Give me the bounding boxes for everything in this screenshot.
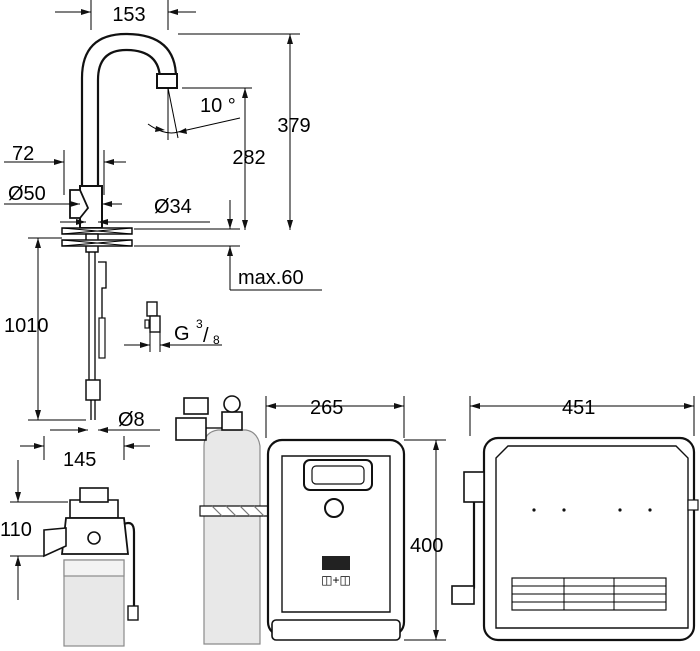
- label-chiller-depth: 265: [310, 397, 343, 419]
- chiller-side: [451, 436, 699, 642]
- label-hose-length: 1010: [4, 315, 49, 337]
- label-max-thickness: max.60: [238, 267, 304, 289]
- connector-fitting: G 3 / 8: [124, 301, 222, 352]
- label-spout-reach: 153: [112, 4, 145, 26]
- dim-spout-angle: 10 °: [147, 87, 241, 140]
- faucet-body: [61, 32, 178, 420]
- label-connection-numerator: 3: [196, 317, 203, 331]
- filter-unit: [43, 487, 139, 647]
- dim-chiller-depth: 265: [265, 396, 405, 438]
- label-chiller-height: 400: [410, 535, 443, 557]
- dim-filter-width: 145: [20, 436, 150, 471]
- label-body-diameter: Ø50: [8, 183, 46, 205]
- co2-bottle: [175, 395, 273, 645]
- label-filter-height: 110: [0, 519, 32, 541]
- dim-max-thickness: max.60: [134, 200, 322, 291]
- label-total-height: 379: [277, 115, 310, 137]
- dim-lever-offset: 72: [4, 143, 126, 195]
- label-spout-angle: 10 °: [200, 95, 236, 117]
- label-hose-diameter: Ø8: [118, 409, 145, 431]
- dim-body-diameter: Ø50: [4, 183, 122, 207]
- svg-text:◫+◫: ◫+◫: [321, 573, 351, 587]
- label-connection-denominator: 8: [213, 333, 220, 347]
- dim-total-height: 379: [178, 33, 311, 230]
- dim-filter-height: 110: [0, 460, 68, 600]
- dim-hose-length: 1010: [4, 237, 86, 421]
- label-chiller-width: 451: [562, 397, 595, 419]
- label-connection: G: [174, 323, 190, 345]
- dim-chiller-height: 400: [404, 439, 446, 641]
- dim-hose-diameter: Ø8: [50, 409, 160, 433]
- dim-spout-reach: 153: [55, 0, 196, 30]
- svg-text:/: /: [203, 325, 209, 347]
- dim-spout-height: 282: [182, 87, 266, 230]
- dim-chiller-width: 451: [469, 396, 695, 436]
- label-spout-height: 282: [232, 147, 265, 169]
- chiller-front: ◫+◫: [266, 438, 406, 641]
- label-lever-offset: 72: [12, 143, 34, 165]
- label-filter-width: 145: [63, 449, 96, 471]
- dim-hole-diameter: Ø34: [60, 196, 210, 225]
- label-hole-diameter: Ø34: [154, 196, 192, 218]
